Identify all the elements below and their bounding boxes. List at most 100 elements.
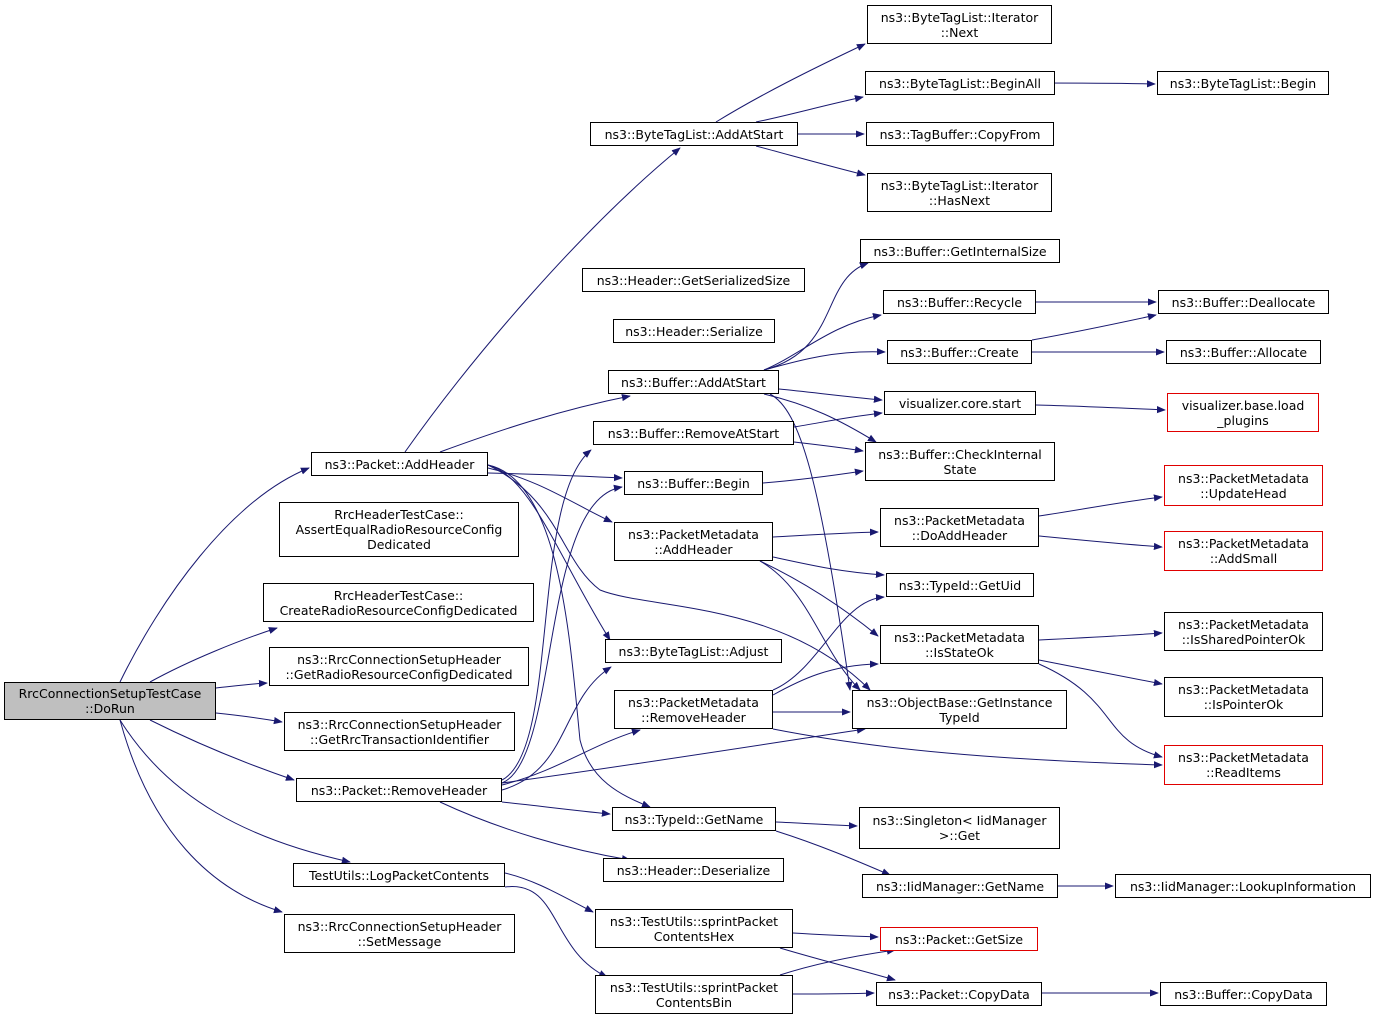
call-edge-59 <box>779 947 896 976</box>
node-iidmanager-getname[interactable]: ns3::IidManager::GetName <box>862 874 1058 898</box>
call-edge-52 <box>1038 535 1163 551</box>
call-edge-58 <box>779 947 896 982</box>
node-packetmetadata-removeheader[interactable]: ns3::PacketMetadata ::RemoveHeader <box>614 690 773 729</box>
node-iidmanager-lookupinformation[interactable]: ns3::IidManager::LookupInformation <box>1115 874 1371 898</box>
call-edge-57 <box>792 932 879 941</box>
call-edge-24 <box>793 410 883 428</box>
node-typeid-getname[interactable]: ns3::TypeId::GetName <box>612 807 776 831</box>
call-edge-28 <box>772 556 885 579</box>
node-bytetaglist-addatstart[interactable]: ns3::ByteTagList::AddAtStart <box>590 122 798 146</box>
node-objectbase-getinstancetypeid[interactable]: ns3::ObjectBase::GetInstance TypeId <box>852 690 1067 729</box>
node-singleton-iidmanager-get[interactable]: ns3::Singleton< IidManager >::Get <box>859 807 1060 849</box>
call-edge-43 <box>775 830 891 876</box>
call-edge-45 <box>504 886 608 978</box>
node-dorun[interactable]: RrcConnectionSetupTestCase ::DoRun <box>4 682 216 720</box>
node-packet-addheader[interactable]: ns3::Packet::AddHeader <box>311 452 488 476</box>
call-edge-14 <box>715 43 866 123</box>
call-edge-40 <box>501 801 611 817</box>
node-log-packet-contents[interactable]: TestUtils::LogPacketContents <box>293 863 505 887</box>
node-buffer-allocate[interactable]: ns3::Buffer::Allocate <box>1166 340 1321 364</box>
node-sprint-packet-contents-hex[interactable]: ns3::TestUtils::sprintPacket ContentsHex <box>595 909 793 948</box>
call-edge-23 <box>769 393 853 691</box>
call-edge-12 <box>487 464 871 691</box>
node-iterator-hasnext[interactable]: ns3::ByteTagList::Iterator ::HasNext <box>867 173 1052 212</box>
node-packetmetadata-isstateok[interactable]: ns3::PacketMetadata ::IsStateOk <box>880 625 1039 664</box>
node-typeid-getuid[interactable]: ns3::TypeId::GetUid <box>886 573 1034 597</box>
call-edge-0 <box>119 467 310 683</box>
node-packetmetadata-updatehead[interactable]: ns3::PacketMetadata ::UpdateHead <box>1164 465 1323 506</box>
node-buffer-addatstart[interactable]: ns3::Buffer::AddAtStart <box>608 370 779 394</box>
call-edge-39 <box>501 726 866 784</box>
call-edge-6 <box>119 719 283 914</box>
node-tagbuffer-copyfrom[interactable]: ns3::TagBuffer::CopyFrom <box>866 122 1054 146</box>
node-header-getserializedsize[interactable]: ns3::Header::GetSerializedSize <box>582 268 805 292</box>
node-buffer-checkinternalstate[interactable]: ns3::Buffer::CheckInternal State <box>865 442 1055 481</box>
node-packetmetadata-addsmall[interactable]: ns3::PacketMetadata ::AddSmall <box>1164 531 1323 571</box>
node-sprint-packet-contents-bin[interactable]: ns3::TestUtils::sprintPacket ContentsBin <box>595 975 793 1014</box>
node-packetmetadata-ispointerok[interactable]: ns3::PacketMetadata ::IsPointerOk <box>1164 677 1323 717</box>
node-get-rrc-transaction-identifier[interactable]: ns3::RrcConnectionSetupHeader ::GetRrcTr… <box>284 712 515 751</box>
node-visualizer-core-start[interactable]: visualizer.core.start <box>884 391 1036 415</box>
call-edge-41 <box>439 801 631 863</box>
node-bytetaglist-beginall[interactable]: ns3::ByteTagList::BeginAll <box>865 71 1055 95</box>
node-packet-removeheader[interactable]: ns3::Packet::RemoveHeader <box>296 778 502 802</box>
node-packetmetadata-doaddheader[interactable]: ns3::PacketMetadata ::DoAddHeader <box>880 508 1039 547</box>
call-edge-54 <box>1038 659 1163 687</box>
call-edge-60 <box>792 989 875 997</box>
node-bytetaglist-begin[interactable]: ns3::ByteTagList::Begin <box>1157 71 1329 95</box>
node-buffer-recycle[interactable]: ns3::Buffer::Recycle <box>883 290 1036 314</box>
call-edge-22 <box>763 393 877 443</box>
node-visualizer-base-load-plugins[interactable]: visualizer.base.load _plugins <box>1167 393 1319 432</box>
call-edge-48 <box>1031 313 1157 341</box>
node-iterator-next[interactable]: ns3::ByteTagList::Iterator ::Next <box>867 5 1052 44</box>
call-edge-8 <box>439 394 631 453</box>
call-edge-51 <box>1038 494 1163 517</box>
call-edge-30 <box>759 560 861 691</box>
node-assert-equal-radio-resource-config-dedicated[interactable]: RrcHeaderTestCase:: AssertEqualRadioReso… <box>279 502 519 557</box>
call-edge-31 <box>772 660 879 696</box>
call-edge-5 <box>119 719 351 864</box>
call-edge-11 <box>487 464 611 641</box>
call-edge-32 <box>772 593 885 691</box>
call-edge-42 <box>775 821 858 830</box>
node-set-message[interactable]: ns3::RrcConnectionSetupHeader ::SetMessa… <box>284 914 515 953</box>
call-edge-19 <box>763 313 882 371</box>
call-edge-3 <box>215 712 283 725</box>
call-edge-4 <box>149 719 295 781</box>
node-buffer-deallocate[interactable]: ns3::Buffer::Deallocate <box>1158 290 1329 314</box>
call-edge-36 <box>501 728 641 786</box>
call-edge-38 <box>501 449 592 781</box>
node-bytetaglist-adjust[interactable]: ns3::ByteTagList::Adjust <box>605 639 782 663</box>
node-buffer-copydata[interactable]: ns3::Buffer::CopyData <box>1160 982 1327 1006</box>
node-packet-getsize[interactable]: ns3::Packet::GetSize <box>880 927 1038 951</box>
node-get-radio-resource-config-dedicated[interactable]: ns3::RrcConnectionSetupHeader ::GetRadio… <box>269 647 529 686</box>
call-edge-13 <box>487 464 651 808</box>
call-edge-53 <box>1038 629 1163 641</box>
call-edge-2 <box>215 679 268 689</box>
node-packetmetadata-issharedpointerok[interactable]: ns3::PacketMetadata ::IsSharedPointerOk <box>1164 612 1323 651</box>
node-create-radio-resource-config-dedicated[interactable]: RrcHeaderTestCase:: CreateRadioResourceC… <box>263 583 534 622</box>
node-buffer-getinternalsize[interactable]: ns3::Buffer::GetInternalSize <box>860 239 1060 263</box>
node-buffer-create[interactable]: ns3::Buffer::Create <box>887 340 1032 364</box>
call-edge-25 <box>793 441 864 454</box>
call-edge-37 <box>501 484 623 784</box>
node-packet-copydata[interactable]: ns3::Packet::CopyData <box>876 982 1042 1006</box>
call-edge-27 <box>772 528 879 538</box>
call-edge-26 <box>762 468 864 484</box>
node-buffer-removeatstart[interactable]: ns3::Buffer::RemoveAtStart <box>593 421 794 445</box>
call-edge-21 <box>778 388 883 403</box>
call-edge-20 <box>763 262 869 371</box>
call-edge-1 <box>149 627 278 683</box>
node-header-deserialize[interactable]: ns3::Header::Deserialize <box>603 858 784 882</box>
call-edge-55 <box>1038 663 1163 759</box>
node-packetmetadata-readitems[interactable]: ns3::PacketMetadata ::ReadItems <box>1164 745 1323 785</box>
call-edge-15 <box>755 95 864 123</box>
call-edge-29 <box>759 560 879 637</box>
node-buffer-begin[interactable]: ns3::Buffer::Begin <box>624 471 763 495</box>
node-packetmetadata-addheader[interactable]: ns3::PacketMetadata ::AddHeader <box>614 522 773 561</box>
call-edge-44 <box>504 872 594 913</box>
node-header-serialize[interactable]: ns3::Header::Serialize <box>613 319 775 343</box>
call-edge-7 <box>404 147 681 453</box>
call-edge-50 <box>1035 404 1166 414</box>
